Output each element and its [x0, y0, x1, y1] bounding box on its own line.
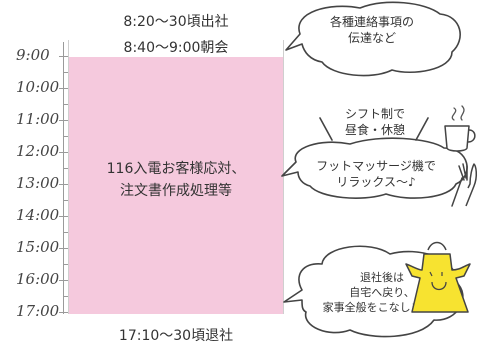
half-hour-tick: [63, 264, 69, 265]
hour-label: 12:00: [16, 142, 60, 161]
note-line: 伝達など: [347, 31, 396, 45]
work-block: [69, 57, 283, 314]
break-note-bubble: [281, 137, 468, 199]
hour-label: 13:00: [16, 174, 60, 193]
hour-tick: [59, 184, 69, 185]
hour-label: 15:00: [16, 238, 60, 257]
half-hour-tick: [63, 200, 69, 201]
hour-tick: [59, 56, 69, 57]
note-line: 昼食・休憩: [344, 123, 405, 137]
half-hour-tick: [63, 136, 69, 137]
morning-note-text: 各種連絡事項の 伝達など: [312, 14, 432, 46]
time-axis: [63, 42, 64, 314]
half-hour-tick: [63, 168, 69, 169]
note-line: 退社後は: [360, 271, 404, 284]
morning-note-bubble: [285, 1, 461, 77]
hour-label: 14:00: [16, 206, 60, 225]
hour-tick: [59, 216, 69, 217]
hour-tick: [59, 280, 69, 281]
hour-tick: [59, 120, 69, 121]
emphasis-stroke: [415, 117, 429, 141]
hour-label: 17:00: [16, 302, 60, 321]
coffee-cup-icon: [444, 105, 476, 152]
hour-label: 10:00: [16, 78, 60, 97]
half-hour-tick: [63, 72, 69, 73]
fork-and-knife-icon: [451, 163, 478, 207]
hour-tick: [59, 88, 69, 89]
arrival-label: 8:20〜30頃出社: [123, 14, 229, 30]
note-line: 各種連絡事項の: [329, 15, 414, 29]
note-line: シフト制で: [344, 107, 405, 121]
half-hour-tick: [63, 296, 69, 297]
emphasis-stroke: [319, 117, 333, 141]
apron-illustration: [405, 241, 471, 313]
hour-label: 16:00: [16, 270, 60, 289]
break-title-text: シフト制で 昼食・休憩: [335, 106, 415, 138]
work-line: 注文書作成処理等: [120, 183, 232, 199]
leave-label: 17:10〜30頃退社: [118, 328, 234, 344]
half-hour-tick: [63, 104, 69, 105]
work-description: 116入電お客様応対、 注文書作成処理等: [69, 158, 283, 202]
morning-meeting-label: 8:40〜9:00朝会: [123, 40, 229, 56]
hour-tick: [59, 312, 69, 313]
note-line: フットマッサージ機で: [316, 159, 436, 173]
note-line: 自宅へ戻り、: [349, 286, 415, 299]
hour-label: 9:00: [16, 46, 50, 65]
hour-tick: [59, 248, 69, 249]
half-hour-tick: [63, 232, 69, 233]
hour-tick: [59, 152, 69, 153]
note-line: リラックス〜♪: [336, 175, 416, 189]
work-line: 116入電お客様応対、: [106, 161, 246, 177]
hour-label: 11:00: [16, 110, 60, 129]
break-note-text: フットマッサージ機で リラックス〜♪: [306, 158, 446, 190]
